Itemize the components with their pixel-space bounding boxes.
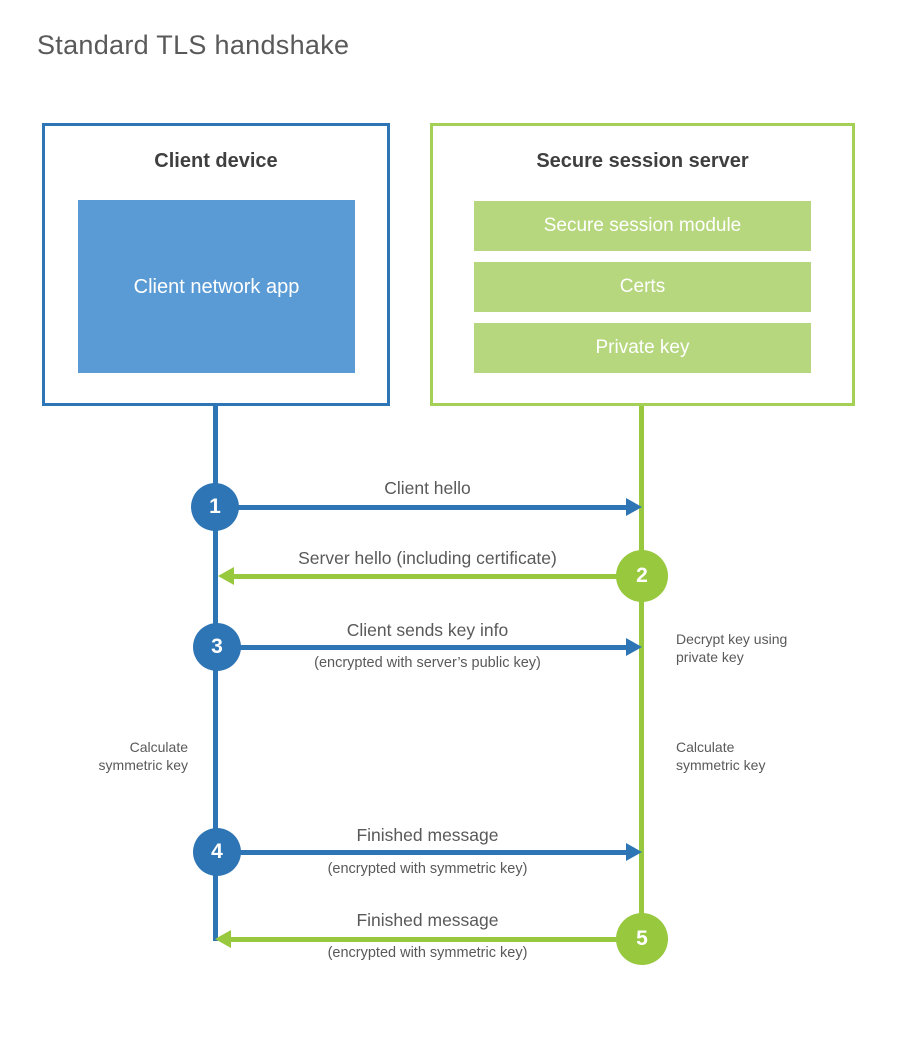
server-module-secure-session: Secure session module <box>474 201 811 251</box>
step-5-sublabel: (encrypted with symmetric key) <box>327 945 528 961</box>
client-lifeline <box>213 406 218 941</box>
server-module-certs: Certs <box>474 262 811 312</box>
note-decrypt-key: Decrypt key using private key <box>676 631 788 665</box>
step-3-label: Client sends key info <box>346 620 509 640</box>
step-1-circle: 1 <box>191 483 239 531</box>
step-4-arrowhead-icon <box>626 843 642 861</box>
server-module-private-key: Private key <box>474 323 811 373</box>
step-5-circle: 5 <box>616 913 668 965</box>
step-5-label: Finished message <box>356 910 499 930</box>
step-1-label: Client hello <box>384 478 471 498</box>
server-lifeline <box>639 406 644 939</box>
step-1-arrowhead-icon <box>626 498 642 516</box>
step-3-arrow <box>217 645 628 650</box>
step-3-sublabel: (encrypted with server’s public key) <box>314 655 541 671</box>
step-3-arrowhead-icon <box>626 638 642 656</box>
client-box-title: Client device <box>154 150 278 172</box>
step-5-arrowhead-icon <box>215 930 231 948</box>
step-4-arrow <box>217 850 628 855</box>
step-2-circle: 2 <box>616 550 668 602</box>
server-box: Secure session server Secure session mod… <box>430 123 855 406</box>
step-4-circle: 4 <box>193 828 241 876</box>
step-5-arrow <box>231 937 640 942</box>
step-2-arrow <box>232 574 640 579</box>
client-device-box: Client device Client network app <box>42 123 390 406</box>
note-calculate-server: Calculate symmetric key <box>676 739 766 773</box>
server-box-title: Secure session server <box>536 150 749 172</box>
step-4-sublabel: (encrypted with symmetric key) <box>327 861 528 877</box>
step-2-arrowhead-icon <box>218 567 234 585</box>
step-4-label: Finished message <box>356 825 499 845</box>
step-2-label: Server hello (including certificate) <box>298 548 557 568</box>
step-3-circle: 3 <box>193 623 241 671</box>
client-network-app-block: Client network app <box>78 200 355 373</box>
note-calculate-client: Calculate symmetric key <box>98 739 188 773</box>
page-title: Standard TLS handshake <box>37 30 350 60</box>
step-1-arrow <box>215 505 628 510</box>
